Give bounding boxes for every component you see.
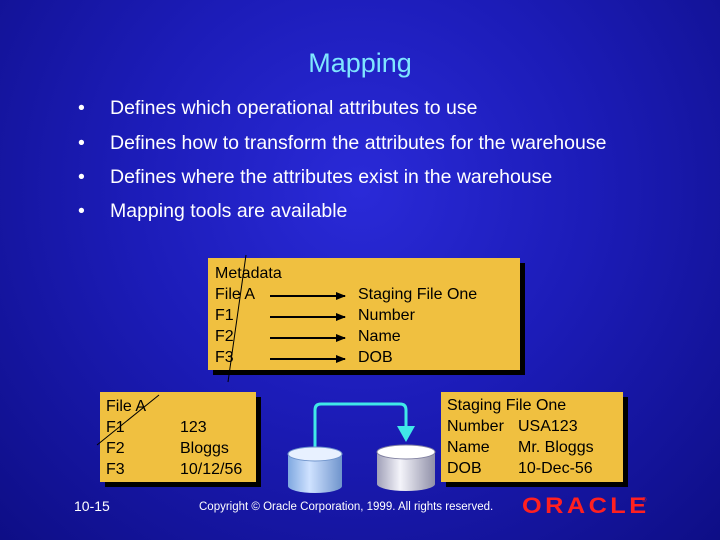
metadata-source-field: F2 [215,328,234,345]
source-record-panel: File A F1 F2 F3 123 Bloggs 10/12/56 [100,392,256,482]
metadata-heading: Metadata [215,265,282,282]
source-field: F3 [106,461,125,478]
bullet-item: • Defines where the attributes exist in … [78,165,698,190]
staging-value: USA123 [518,418,578,435]
source-heading: File A [106,398,147,415]
metadata-target-field: Name [358,328,401,345]
staging-database-icon [376,444,436,491]
bullet-text: Defines which operational attributes to … [110,97,478,119]
bullet-dot: • [78,97,85,119]
flow-connector [313,402,408,456]
source-value: 10/12/56 [180,461,243,478]
staging-value: Mr. Bloggs [518,439,594,456]
staging-fields-column: Staging File One Number Name DOB [447,395,566,479]
bullet-item: • Mapping tools are available [78,199,698,224]
metadata-target-field: Staging File One [358,286,478,303]
metadata-target-field: DOB [358,349,393,366]
bullet-text: Mapping tools are available [110,200,348,222]
bullet-dot: • [78,166,85,188]
staging-field: DOB [447,460,482,477]
source-field: F2 [106,440,125,457]
flow-arrowhead [397,426,415,442]
source-field: F1 [106,419,125,436]
source-value: Bloggs [180,440,229,457]
source-values-column: 123 Bloggs 10/12/56 [180,417,242,480]
metadata-source-field: File A [215,286,256,303]
bullet-item: • Defines how to transform the attribute… [78,131,698,156]
bullet-text: Defines where the attributes exist in th… [110,166,553,188]
bullet-list: • Defines which operational attributes t… [78,96,698,224]
metadata-source-field: F3 [215,349,234,366]
oracle-logo-mark: ® [642,498,647,504]
staging-record-panel: Staging File One Number Name DOB Mr. Blo… [441,392,623,482]
oracle-logo: ORACLE [522,493,650,518]
source-database-icon [287,446,343,493]
bullet-item: • Defines which operational attributes t… [78,96,698,121]
bullet-dot: • [78,132,85,154]
staging-field: Name [447,439,490,456]
staging-value: 10-Dec-56 [518,460,593,477]
staging-field: Number [447,418,504,435]
slide-number: 10-15 [74,498,110,514]
staging-heading: Staging File One [447,397,567,414]
bullet-text: Defines how to transform the attributes … [110,132,607,154]
metadata-panel: Metadata File A F1 F2 F3 Staging File On… [208,258,520,370]
slide-title: Mapping [308,48,412,78]
metadata-source-column: Metadata File A F1 F2 F3 [215,263,282,368]
metadata-target-field: Number [358,307,415,324]
source-value: 123 [180,419,207,436]
staging-values-column: Mr. Bloggs 10-Dec-56 [518,437,594,479]
metadata-target-column: Staging File One Number Name DOB [358,284,477,368]
source-fields-column: File A F1 F2 F3 [106,396,146,480]
metadata-source-field: F1 [215,307,234,324]
pointer-line [96,394,160,446]
pointer-line [227,254,247,383]
copyright-notice: Copyright © Oracle Corporation, 1999. Al… [199,501,494,513]
bullet-dot: • [78,200,85,222]
